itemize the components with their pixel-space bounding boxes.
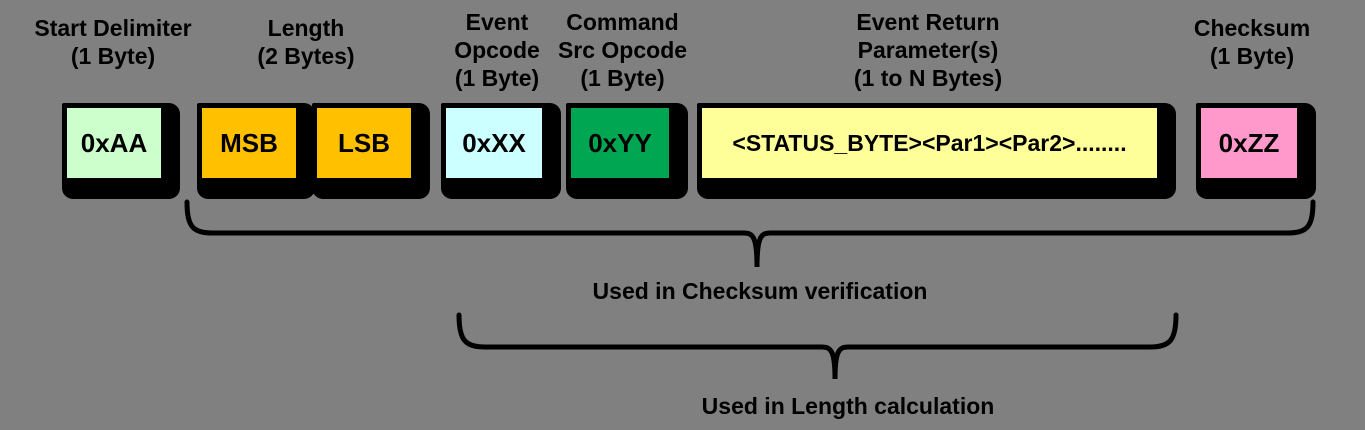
byte-box-length-lsb: LSB (312, 103, 430, 199)
caption-event-opcode: Event Opcode (1 Byte) (417, 8, 577, 92)
caption-start-delimiter: Start Delimiter (1 Byte) (13, 14, 213, 70)
caption-line: (1 Byte) (454, 65, 540, 91)
byte-value: 0xAA (80, 127, 148, 158)
byte-box-face: 0xXX (441, 103, 547, 183)
byte-value: 0xYY (588, 127, 652, 158)
byte-box-face: <STATUS_BYTE><Par1><Par2>........ (697, 103, 1162, 183)
caption-line: (1 Byte) (580, 65, 665, 91)
caption-line: (1 to N Bytes) (853, 65, 1003, 91)
byte-box-face: 0xZZ (1196, 103, 1302, 183)
caption-command-src-opcode: Command Src Opcode (1 Byte) (535, 8, 710, 92)
caption-line: (2 Bytes) (257, 43, 355, 69)
byte-box-start-delimiter: 0xAA (62, 103, 180, 199)
caption-line: Parameter(s) (857, 37, 999, 63)
caption-line: (1 Byte) (70, 43, 156, 69)
caption-line: (1 Byte) (1209, 43, 1295, 69)
byte-box-checksum: 0xZZ (1196, 103, 1316, 199)
byte-box-face: 0xYY (566, 103, 674, 183)
caption-event-return-parameters: Event Return Parameter(s) (1 to N Bytes) (778, 8, 1078, 92)
byte-value: 0xXX (462, 127, 526, 158)
caption-length: Length (2 Bytes) (206, 14, 406, 70)
byte-value: <STATUS_BYTE><Par1><Par2>........ (732, 129, 1127, 156)
byte-box-face: LSB (312, 103, 416, 183)
byte-box-command-src-opcode: 0xYY (566, 103, 688, 199)
byte-box-event-opcode: 0xXX (441, 103, 561, 199)
caption-line: Start Delimiter (34, 15, 192, 41)
caption-line: Opcode (454, 37, 540, 63)
length-calculation-brace (456, 312, 1179, 380)
byte-box-length-msb: MSB (197, 103, 315, 199)
caption-line: Command (566, 9, 679, 35)
byte-value: 0xZZ (1218, 127, 1280, 158)
caption-line: Event Return (856, 9, 1000, 35)
caption-line: Checksum (1193, 15, 1311, 41)
caption-line: Src Opcode (557, 37, 688, 63)
checksum-verification-brace (184, 199, 1316, 268)
byte-box-face: MSB (197, 103, 301, 183)
byte-value: MSB (220, 127, 278, 158)
byte-box-face: 0xAA (62, 103, 166, 183)
caption-line: Length (267, 15, 345, 41)
caption-line: Event (465, 9, 529, 35)
caption-checksum: Checksum (1 Byte) (1152, 14, 1352, 70)
byte-box-event-return-parameters: <STATUS_BYTE><Par1><Par2>........ (697, 103, 1176, 199)
length-calculation-label: Used in Length calculation (701, 393, 995, 419)
byte-value: LSB (338, 127, 390, 158)
checksum-verification-label: Used in Checksum verification (592, 278, 928, 304)
